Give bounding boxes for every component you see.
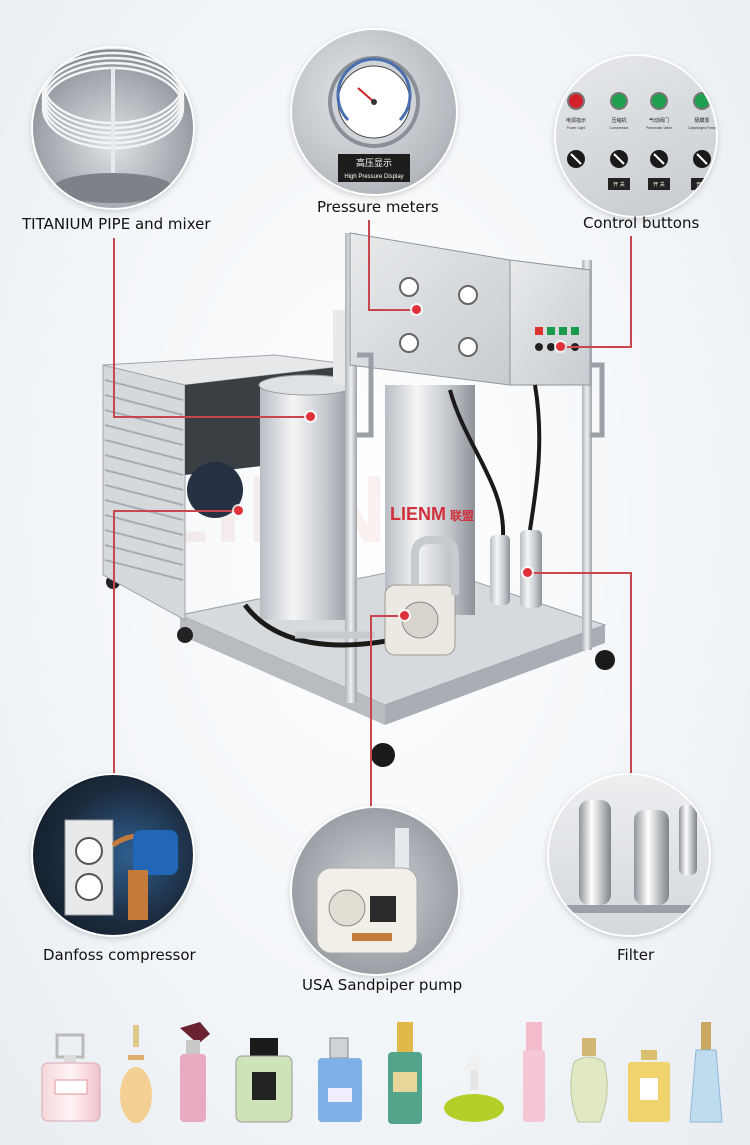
titanium-callout-vertical xyxy=(113,238,115,418)
filter-callout-dot xyxy=(523,568,532,577)
control-caption: Control buttons xyxy=(583,214,700,232)
filter-closeup xyxy=(549,775,709,935)
control-callout-horizontal xyxy=(562,346,632,348)
pressure-caption: Pressure meters xyxy=(317,198,439,216)
freezing-filter-machine: LIENM 联盟 xyxy=(102,232,615,767)
compressor-callout-dot xyxy=(234,506,243,515)
perfume-bottle-5 xyxy=(318,1037,362,1122)
pump-callout-horizontal xyxy=(370,615,405,617)
perfume-bottle-1 xyxy=(41,1033,101,1122)
pump-callout-dot xyxy=(400,611,409,620)
control-callout-dot xyxy=(556,342,565,351)
control-sublabel-4: Diaphragm Pump xyxy=(688,126,715,130)
perfume-bottle-7 xyxy=(444,1050,504,1122)
pressure-callout-vertical xyxy=(368,220,370,310)
compressor-closeup xyxy=(33,775,193,935)
control-buttons-closeup: 电源指示 压缩机 气动阀门 隔膜泵 Power Light Compressor… xyxy=(556,56,716,216)
filter-callout-vertical xyxy=(630,572,632,777)
brand-logo: LIENM xyxy=(390,504,446,524)
perfume-bottle-10 xyxy=(628,1050,670,1122)
perfume-bottles-row xyxy=(41,1022,723,1124)
titanium-pipe-closeup xyxy=(33,48,193,208)
compressor-callout-vertical xyxy=(113,510,115,775)
pump-callout-vertical xyxy=(370,615,372,810)
perfume-bottle-4 xyxy=(235,1038,293,1123)
control-label-2: 压缩机 xyxy=(611,117,626,124)
titanium-callout-dot xyxy=(306,412,315,421)
perfume-bottle-3 xyxy=(180,1022,210,1122)
pressure-meter-closeup: 高压显示 High Pressure Display xyxy=(292,30,456,194)
filter-caption: Filter xyxy=(617,946,655,964)
compressor-caption: Danfoss compressor xyxy=(43,946,196,964)
control-label-4: 隔膜泵 xyxy=(694,117,709,124)
switch-label-1: 开 关 xyxy=(613,181,625,188)
titanium-callout-horizontal xyxy=(113,416,311,418)
perfume-bottle-8 xyxy=(523,1022,545,1122)
control-label-3: 气动阀门 xyxy=(649,117,669,124)
control-sublabel-3: Pneumatic Valve xyxy=(646,126,672,130)
control-sublabel-2: Compressor xyxy=(609,126,629,130)
perfume-bottle-6 xyxy=(388,1022,422,1124)
switch-label-2: 开 关 xyxy=(653,181,665,188)
pump-caption: USA Sandpiper pump xyxy=(302,976,463,994)
brand-logo-cn: 联盟 xyxy=(450,509,474,523)
control-label-1: 电源指示 xyxy=(566,117,586,124)
pressure-callout-horizontal xyxy=(368,309,415,311)
perfume-bottle-11 xyxy=(689,1022,723,1123)
pressure-callout-dot xyxy=(412,305,421,314)
filter-callout-horizontal xyxy=(528,572,632,574)
pressure-panel-label-en: High Pressure Display xyxy=(344,174,403,180)
control-callout-vertical xyxy=(630,236,632,348)
pressure-panel-label-cn: 高压显示 xyxy=(356,157,392,169)
control-sublabel-1: Power Light xyxy=(567,126,586,130)
perfume-bottle-9 xyxy=(570,1038,608,1123)
perfume-bottle-2 xyxy=(120,1025,152,1123)
titanium-caption: TITANIUM PIPE and mixer xyxy=(22,215,211,233)
compressor-callout-horizontal xyxy=(113,510,239,512)
pump-closeup xyxy=(292,808,458,974)
